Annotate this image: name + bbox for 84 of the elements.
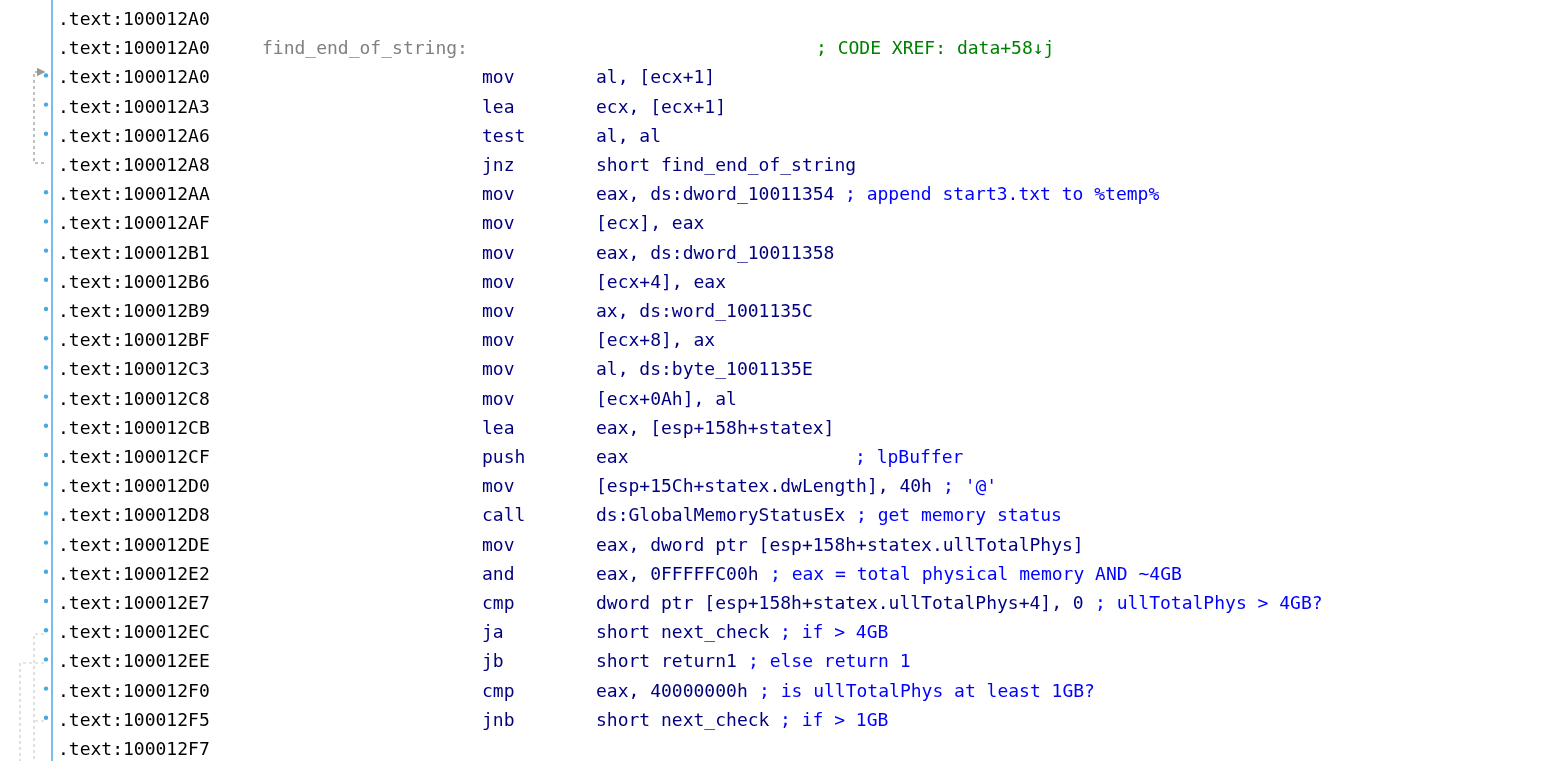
operand-text: [ecx+8], ax [596, 328, 716, 353]
address-text: .text:100012C3 [58, 357, 210, 382]
operand-text: short next_check [596, 620, 770, 645]
instruction-mnemonic: mov [482, 386, 515, 411]
operand-text: eax [596, 445, 629, 469]
operand-text: al, [ecx+1] [596, 65, 716, 90]
address-text: .text:100012A0 [58, 36, 210, 61]
address-text: .text:100012F5 [58, 707, 210, 732]
code-comment: ; '@' [943, 474, 998, 499]
operand-text: [esp+15Ch+statex.dwLength], 40h [596, 474, 932, 499]
address-text: .text:100012AA [58, 182, 210, 207]
instruction-mnemonic: mov [482, 240, 515, 265]
code-comment: ; eax = total physical memory AND ~4GB [770, 561, 1182, 586]
instruction-mnemonic: ja [482, 620, 504, 645]
operand-text: ds:GlobalMemoryStatusEx [596, 503, 846, 528]
instruction-mnemonic: test [482, 123, 526, 148]
address-text: .text:100012A0 [58, 7, 210, 31]
address-text: .text:100012CF [58, 445, 210, 469]
code-comment: ; is ullTotalPhys at least 1GB? [759, 678, 1095, 703]
address-text: .text:100012B9 [58, 299, 210, 323]
code-comment: ; if > 4GB [780, 620, 889, 645]
instruction-mnemonic: mov [482, 269, 515, 294]
address-text: .text:100012EC [58, 620, 210, 645]
instruction-mnemonic: jnb [482, 707, 515, 732]
operand-text: eax, dword ptr [esp+158h+statex.ullTotalPhys] [596, 532, 1084, 557]
address-text: .text:100012A6 [58, 123, 210, 148]
code-comment: ; lpBuffer [855, 445, 964, 469]
instruction-mnemonic: cmp [482, 591, 515, 615]
instruction-mnemonic: jnz [482, 153, 515, 177]
code-label: find_end_of_string: [262, 36, 468, 61]
address-text: .text:100012E7 [58, 591, 210, 615]
instruction-mnemonic: mov [482, 357, 515, 382]
address-text: .text:100012DE [58, 532, 210, 557]
operand-text: short find_end_of_string [596, 153, 857, 177]
code-comment: ; get memory status [856, 503, 1062, 528]
instruction-mnemonic: and [482, 561, 515, 586]
address-text: .text:100012AF [58, 211, 210, 236]
address-text: .text:100012BF [58, 328, 210, 353]
instruction-mnemonic: mov [482, 211, 515, 236]
instruction-mnemonic: call [482, 503, 526, 528]
operand-text: eax, 40000000h [596, 678, 748, 703]
instruction-mnemonic: cmp [482, 678, 515, 703]
operand-text: [ecx+0Ah], al [596, 386, 737, 411]
address-text: .text:100012A8 [58, 153, 210, 177]
instruction-mnemonic: mov [482, 65, 515, 90]
operand-text: short next_check [596, 707, 770, 732]
address-text: .text:100012A3 [58, 94, 210, 119]
operand-text: eax, 0FFFFFC00h [596, 561, 759, 586]
operand-text: al, al [596, 123, 662, 148]
address-text: .text:100012B6 [58, 269, 210, 294]
code-comment: ; else return 1 [748, 649, 911, 674]
instruction-mnemonic: lea [482, 415, 515, 440]
instruction-mnemonic: lea [482, 94, 515, 119]
address-text: .text:100012E2 [58, 561, 210, 586]
instruction-mnemonic: mov [482, 474, 515, 499]
code-comment: ; ullTotalPhys > 4GB? [1095, 591, 1323, 615]
address-text: .text:100012EE [58, 649, 210, 674]
operand-text: ax, ds:word_1001135C [596, 299, 813, 323]
instruction-mnemonic: mov [482, 182, 515, 207]
address-text: .text:100012C8 [58, 386, 210, 411]
instruction-mnemonic: jb [482, 649, 504, 674]
operand-text: ecx, [ecx+1] [596, 94, 727, 119]
address-text: .text:100012F0 [58, 678, 210, 703]
address-text: .text:100012A0 [58, 65, 210, 90]
operand-text: eax, ds:dword_10011358 [596, 240, 835, 265]
operand-text: eax, ds:dword_10011354 [596, 182, 835, 207]
instruction-mnemonic: mov [482, 532, 515, 557]
operand-text: eax, [esp+158h+statex] [596, 415, 835, 440]
address-text: .text:100012D0 [58, 474, 210, 499]
operand-text: [ecx], eax [596, 211, 705, 236]
operand-text: short return1 [596, 649, 737, 674]
address-text: .text:100012CB [58, 415, 210, 440]
operand-text: al, ds:byte_1001135E [596, 357, 813, 382]
instruction-mnemonic: mov [482, 299, 515, 323]
address-text: .text:100012D8 [58, 503, 210, 528]
operand-text: dword ptr [esp+158h+statex.ullTotalPhys+4], 0 [596, 591, 1084, 615]
cross-reference: ; CODE XREF: data+58↓j [816, 36, 1055, 61]
code-comment: ; append start3.txt to %temp% [845, 182, 1160, 207]
instruction-mnemonic: push [482, 445, 526, 469]
code-comment: ; if > 1GB [780, 707, 889, 732]
address-text: .text:100012B1 [58, 240, 210, 265]
address-text: .text:100012F7 [58, 737, 210, 761]
operand-text: [ecx+4], eax [596, 269, 727, 294]
instruction-mnemonic: mov [482, 328, 515, 353]
